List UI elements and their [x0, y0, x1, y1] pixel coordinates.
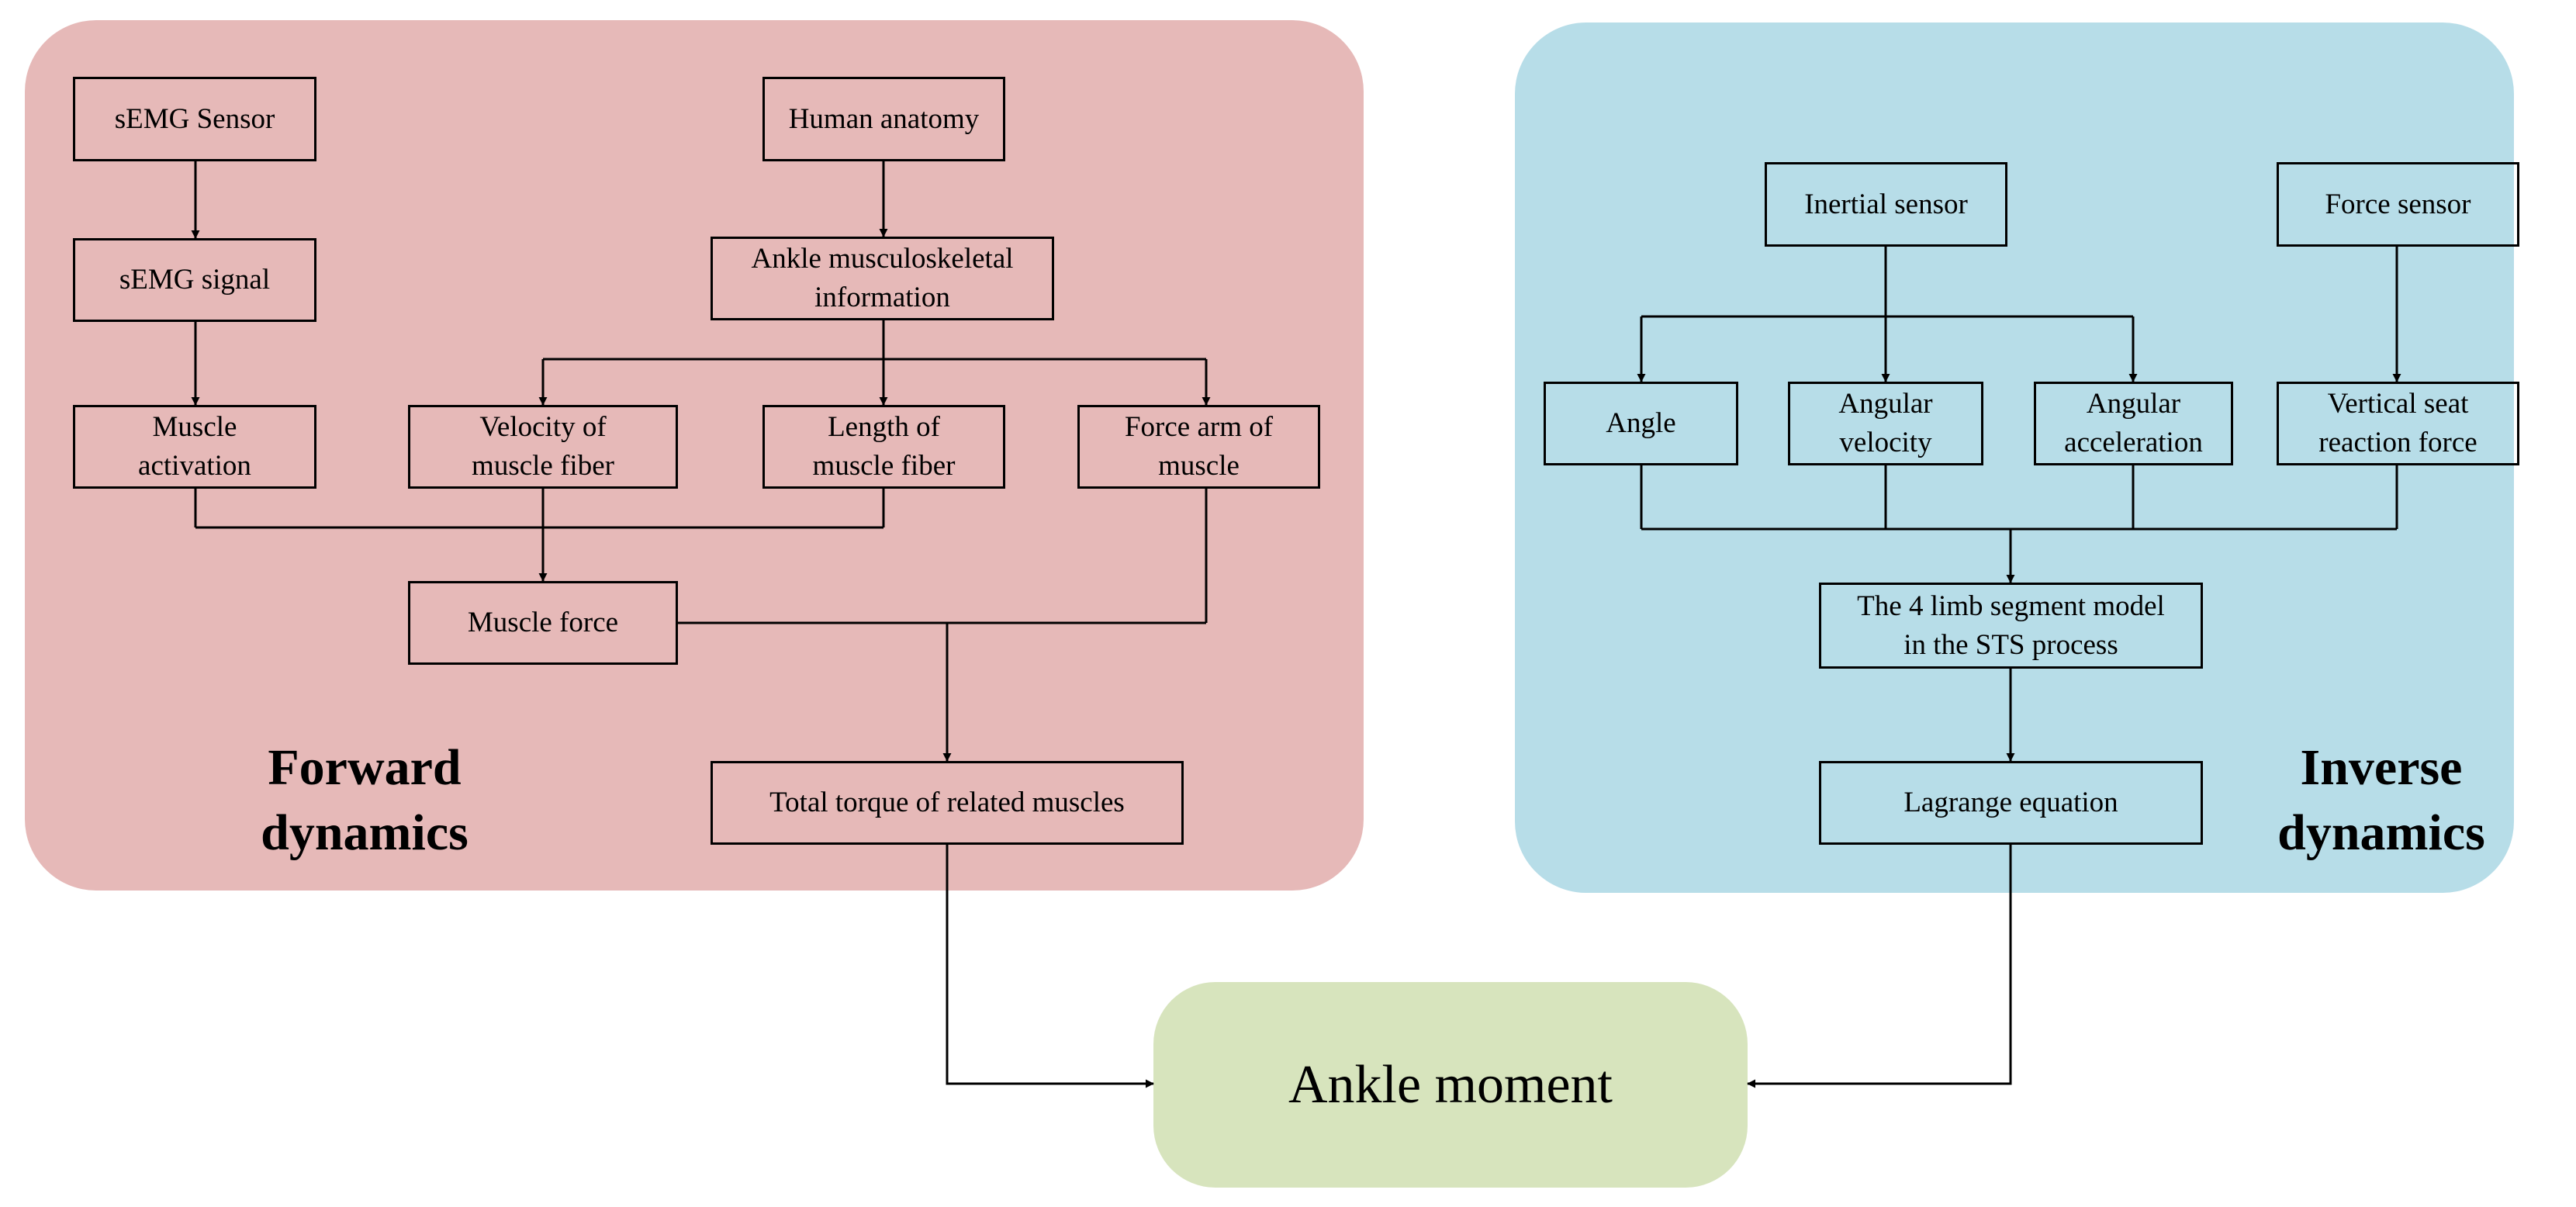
muscle-force-box: Muscle force — [408, 581, 678, 665]
arrow-torque-to-ankle-moment — [946, 845, 1154, 1088]
total-torque-box: Total torque of related muscles — [711, 761, 1184, 845]
forward-dynamics-region — [25, 20, 1364, 891]
angular-velocity-box: Angular velocity — [1788, 382, 1983, 465]
inverse-dynamics-region — [1515, 22, 2514, 893]
ankle-moment-label: Ankle moment — [1288, 1054, 1613, 1115]
ankle-moment-region — [1153, 982, 1748, 1188]
velocity-fiber-box: Velocity of muscle fiber — [408, 405, 678, 489]
length-fiber-box: Length of muscle fiber — [762, 405, 1005, 489]
force-sensor-box: Force sensor — [2277, 162, 2519, 247]
ankle-musculoskeletal-box: Ankle musculoskeletal information — [711, 237, 1054, 320]
human-anatomy-box: Human anatomy — [762, 77, 1005, 161]
force-arm-box: Force arm of muscle — [1077, 405, 1320, 489]
vertical-seat-force-box: Vertical seat reaction force — [2277, 382, 2519, 465]
forward-dynamics-title: Forward dynamics — [261, 739, 469, 861]
inertial-sensor-box: Inertial sensor — [1765, 162, 2007, 247]
lagrange-equation-box: Lagrange equation — [1819, 761, 2203, 845]
semg-sensor-box: sEMG Sensor — [73, 77, 316, 161]
angle-box: Angle — [1544, 382, 1738, 465]
limb-model-box: The 4 limb segment model in the STS proc… — [1819, 583, 2203, 669]
angular-acceleration-box: Angular acceleration — [2034, 382, 2233, 465]
inverse-dynamics-title: Inverse dynamics — [2277, 739, 2485, 861]
arrow-lagrange-to-ankle-moment — [1747, 845, 2012, 1088]
semg-signal-box: sEMG signal — [73, 238, 316, 322]
muscle-activation-box: Muscle activation — [73, 405, 316, 489]
